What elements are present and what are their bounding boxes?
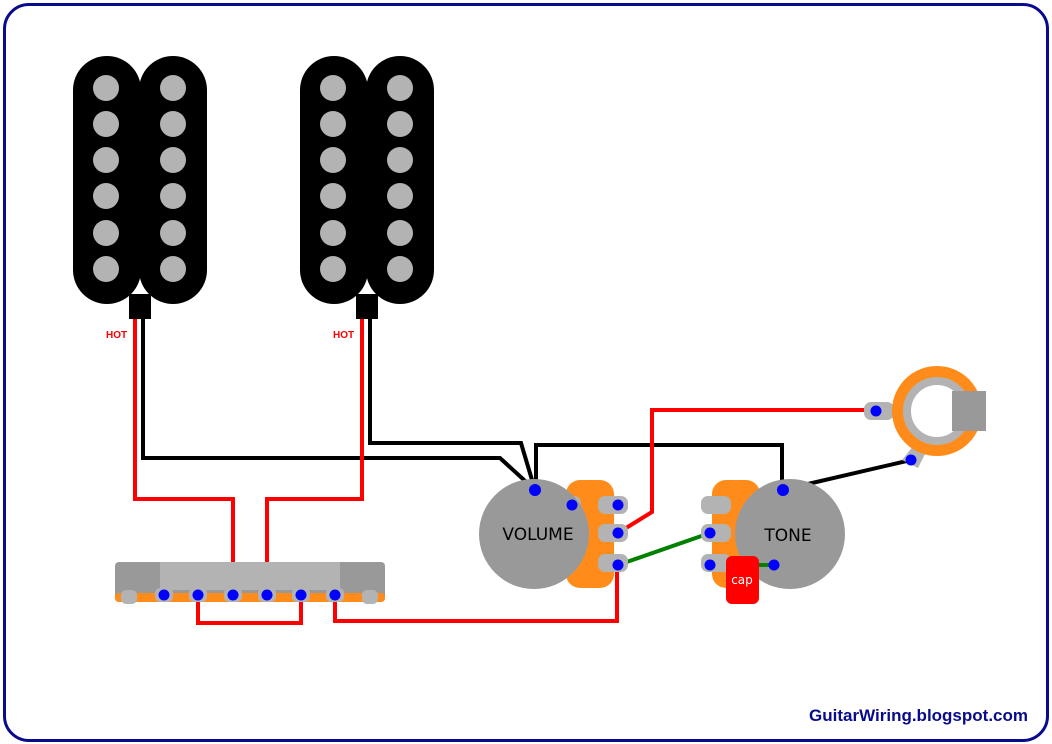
neck-coil-left xyxy=(73,56,141,304)
pickup-selector-switch xyxy=(115,562,385,604)
solder-point xyxy=(768,559,780,571)
tone-wire xyxy=(617,531,711,567)
volume-output-wire xyxy=(616,408,876,535)
solder-points xyxy=(158,405,917,601)
tone-pot: TONE cap xyxy=(701,479,845,604)
solder-point xyxy=(905,454,917,466)
bridge-humbucker: HOT xyxy=(300,56,434,341)
volume-label: VOLUME xyxy=(502,525,573,545)
bridge-cable-exit xyxy=(356,294,378,319)
bridge-pole-pieces xyxy=(320,75,413,282)
bridge-hot-wire xyxy=(265,318,364,595)
site-credit: GuitarWiring.blogspot.com xyxy=(809,706,1028,725)
wires xyxy=(133,318,912,625)
bridge-coil-right xyxy=(366,56,434,304)
solder-point xyxy=(612,559,624,571)
neck-humbucker: HOT xyxy=(73,56,207,341)
neck-ground-wire xyxy=(141,318,537,492)
switch-output-wire xyxy=(333,565,619,623)
neck-coil-right xyxy=(139,56,207,304)
output-jack xyxy=(864,366,986,468)
solder-point xyxy=(529,484,541,496)
tone-pot-body xyxy=(735,479,845,589)
switch-center-plate xyxy=(160,562,340,590)
capacitor-label: cap xyxy=(731,573,753,587)
volume-pot: VOLUME xyxy=(479,479,628,589)
solder-point xyxy=(329,589,341,601)
volume-pot-body xyxy=(479,479,589,589)
neck-hot-label: HOT xyxy=(106,330,127,341)
solder-point xyxy=(870,405,882,417)
solder-point xyxy=(704,527,716,539)
ground-bus-wire xyxy=(534,443,784,490)
solder-point xyxy=(704,559,716,571)
tone-label: TONE xyxy=(763,526,811,546)
switch-mount-left xyxy=(121,590,137,604)
solder-point xyxy=(192,589,204,601)
bridge-coil-left xyxy=(300,56,368,304)
solder-point xyxy=(227,589,239,601)
bridge-ground-wire xyxy=(368,318,537,491)
capacitor xyxy=(726,556,759,604)
solder-point xyxy=(566,499,578,511)
solder-point xyxy=(261,589,273,601)
switch-mount-right xyxy=(362,590,378,604)
solder-point xyxy=(612,499,624,511)
solder-point xyxy=(295,589,307,601)
solder-point xyxy=(158,589,170,601)
neck-cable-exit xyxy=(129,294,151,319)
solder-point xyxy=(612,527,624,539)
switch-contact-strip xyxy=(115,593,385,602)
neck-hot-wire xyxy=(133,318,235,595)
solder-point xyxy=(777,484,789,496)
bridge-hot-label: HOT xyxy=(333,330,354,341)
jack-plug xyxy=(952,391,986,431)
neck-pole-pieces xyxy=(93,75,186,282)
switch-jumper-wire xyxy=(196,595,303,625)
